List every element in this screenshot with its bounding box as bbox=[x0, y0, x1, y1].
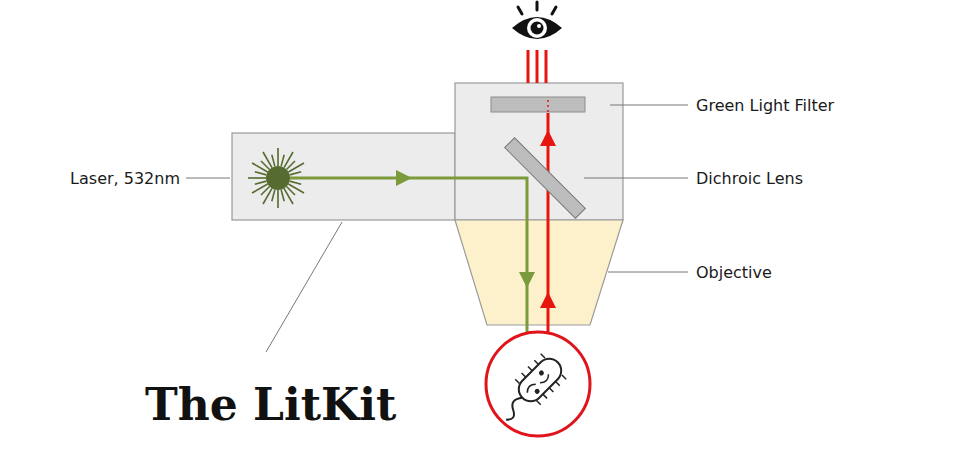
emission-beam bbox=[547, 97, 549, 112]
bacterium-spike bbox=[536, 401, 540, 405]
leader-line bbox=[608, 272, 688, 273]
laser-ray bbox=[272, 190, 275, 202]
bacterium-spike bbox=[515, 379, 519, 383]
laser-ray bbox=[281, 155, 284, 167]
part-label: Laser, 532nm bbox=[70, 169, 180, 188]
laser-ray bbox=[277, 190, 279, 208]
beam-arrowhead bbox=[396, 170, 412, 186]
bacterium-spike bbox=[522, 373, 526, 377]
bacterium-spike bbox=[528, 367, 532, 371]
emission-beam bbox=[545, 50, 548, 83]
laser-ray bbox=[277, 148, 279, 166]
sample-circle bbox=[486, 332, 590, 436]
laser-ray bbox=[288, 163, 304, 172]
bacterium-spike bbox=[541, 354, 545, 358]
diagram-title: The LitKit bbox=[145, 379, 396, 430]
part-label: Green Light Filter bbox=[696, 96, 834, 115]
bacterium-spike bbox=[534, 360, 538, 364]
laser-ray bbox=[263, 152, 272, 168]
laser-ray bbox=[255, 172, 267, 175]
leader-line bbox=[610, 105, 688, 106]
laser-ray bbox=[272, 155, 275, 167]
part-label: Dichroic Lens bbox=[696, 169, 803, 188]
bacterium-spike bbox=[543, 394, 547, 398]
green-filter bbox=[491, 97, 585, 112]
beam-arrowhead bbox=[540, 130, 556, 146]
excitation-beam bbox=[290, 178, 527, 338]
laser-ray bbox=[290, 172, 302, 175]
leader-line bbox=[584, 178, 688, 179]
laser-ray bbox=[252, 184, 268, 193]
bacterium-spike bbox=[549, 388, 553, 392]
dichroic-mirror bbox=[505, 138, 586, 219]
eye-icon bbox=[512, 2, 562, 39]
laser-ray bbox=[281, 190, 284, 202]
leader-line bbox=[266, 222, 342, 352]
bacterium-icon bbox=[491, 350, 571, 430]
beam-arrowhead bbox=[519, 272, 535, 288]
laser-ray bbox=[284, 188, 293, 204]
part-label: Objective bbox=[696, 263, 772, 282]
emission-beam bbox=[536, 50, 539, 83]
beam-arrowhead bbox=[540, 292, 556, 308]
emission-beam bbox=[527, 50, 530, 83]
bacterium-spike bbox=[556, 381, 560, 385]
filter-housing bbox=[455, 83, 623, 220]
leader-line bbox=[186, 178, 230, 179]
laser-ray bbox=[290, 181, 302, 184]
bacterium-spike bbox=[562, 375, 566, 379]
objective-lens bbox=[455, 220, 623, 325]
laser-ray bbox=[248, 177, 266, 179]
laser-ray bbox=[255, 181, 267, 184]
